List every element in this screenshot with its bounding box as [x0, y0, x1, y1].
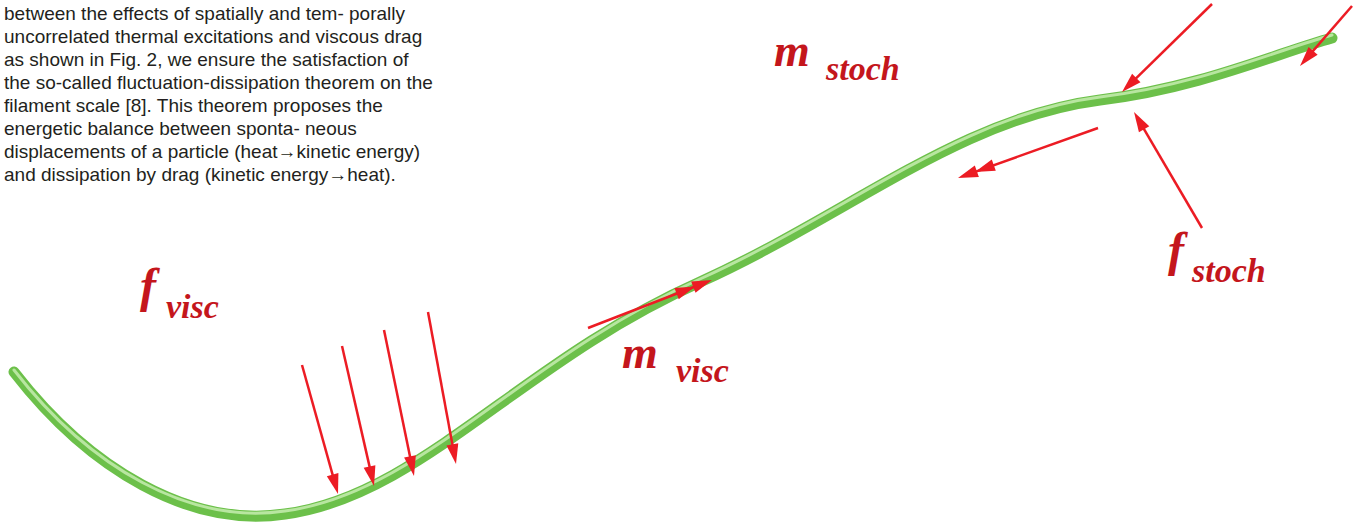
force-arrows [302, 4, 1352, 494]
body-paragraph: between the effects of spatially and tem… [4, 2, 434, 186]
symbol-subscript: stoch [1192, 254, 1266, 288]
symbol-subscript: visc [676, 354, 729, 388]
symbol: m [774, 28, 810, 74]
symbol-subscript: visc [166, 290, 219, 324]
symbol: m [622, 330, 658, 376]
symbol: f [140, 262, 156, 310]
symbol-subscript: stoch [826, 52, 900, 86]
symbol: f [1168, 226, 1184, 274]
